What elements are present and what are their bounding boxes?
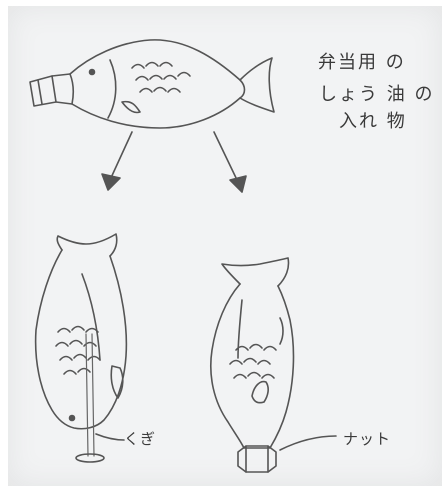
nail-label: くぎ [124, 430, 157, 448]
tail-line [239, 79, 246, 99]
side-line-left [81, 273, 101, 361]
body-outline-right [209, 283, 295, 449]
nut-leader-line [279, 435, 337, 451]
inner-shape-right [251, 380, 269, 404]
nail-head [75, 453, 105, 463]
nut-facet-lines [245, 445, 269, 473]
nut-label: ナット [343, 430, 392, 448]
scales-left [55, 325, 101, 375]
pectoral-fin-left [110, 365, 124, 399]
tail-outline-right [221, 257, 290, 287]
nail-leader-line [95, 433, 125, 441]
arrow-right-head [229, 175, 247, 193]
title-line-3: 入れ 物 [339, 111, 407, 132]
fish-body-outline [69, 39, 275, 129]
fish-eye [88, 68, 96, 76]
gill-line [107, 59, 117, 119]
fish-eye-left [68, 414, 76, 422]
title-line-2: しょう 油 の [319, 84, 435, 105]
side-line-right [237, 299, 243, 359]
fish-scales [131, 61, 191, 93]
arrow-right-shaft [213, 131, 239, 183]
fish-bottle-with-nut [209, 257, 337, 473]
scales-right [229, 343, 277, 379]
pelvic-fin [121, 100, 141, 114]
cap-neck [51, 73, 73, 105]
cap-rim-line [37, 79, 43, 105]
bottle-cap [29, 75, 57, 107]
tail-outline-left [56, 233, 118, 257]
fish-bottle-top [29, 39, 275, 129]
arrows [101, 131, 247, 193]
arrow-left-shaft [109, 131, 133, 181]
title-line-1: 弁当用 の [318, 52, 406, 73]
nail-shaft [85, 333, 95, 457]
pectoral-fin-right [279, 317, 284, 345]
paper-sheet [8, 6, 442, 486]
arrow-left-head [101, 173, 121, 191]
body-outline-left [34, 249, 128, 430]
nut-outline [237, 445, 277, 473]
fish-bottle-with-nail [34, 233, 128, 463]
